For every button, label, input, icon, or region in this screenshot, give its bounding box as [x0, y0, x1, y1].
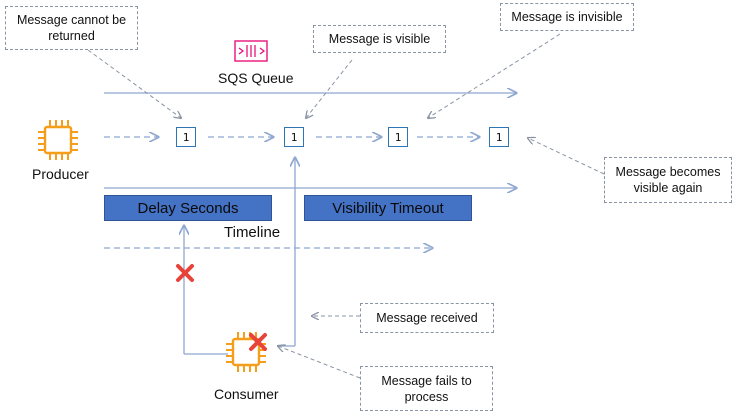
consumer-fail-x-icon: [249, 333, 267, 351]
callout-fails: Message fails to process: [360, 366, 493, 411]
consumer-chip-icon: [226, 332, 266, 372]
callout-visible-again: Message becomes visible again: [604, 157, 732, 203]
fail-x-icon: [176, 264, 194, 282]
leader-cannot-return: [87, 49, 181, 118]
message-box-4: 1: [489, 127, 509, 147]
leader-invisible: [428, 33, 561, 118]
callout-cannot-return: Message cannot be returned: [5, 6, 138, 50]
visibility-timeout-band: Visibility Timeout: [304, 195, 472, 221]
callout-visible: Message is visible: [313, 25, 446, 53]
producer-label: Producer: [32, 166, 89, 182]
callout-invisible: Message is invisible: [500, 3, 634, 31]
message-box-1: 1: [176, 127, 196, 147]
producer-chip-icon: [38, 120, 78, 160]
leader-visible-again: [528, 138, 605, 175]
leader-visible: [306, 59, 353, 118]
callout-received: Message received: [360, 303, 494, 333]
leader-fails: [278, 346, 361, 379]
delay-seconds-band: Delay Seconds: [104, 195, 272, 221]
message-box-2: 1: [284, 127, 304, 147]
queue-title: SQS Queue: [218, 70, 294, 86]
message-box-3: 1: [388, 127, 408, 147]
timeline-label: Timeline: [224, 224, 281, 241]
consumer-label: Consumer: [214, 386, 279, 402]
sqs-queue-icon: [234, 40, 268, 62]
